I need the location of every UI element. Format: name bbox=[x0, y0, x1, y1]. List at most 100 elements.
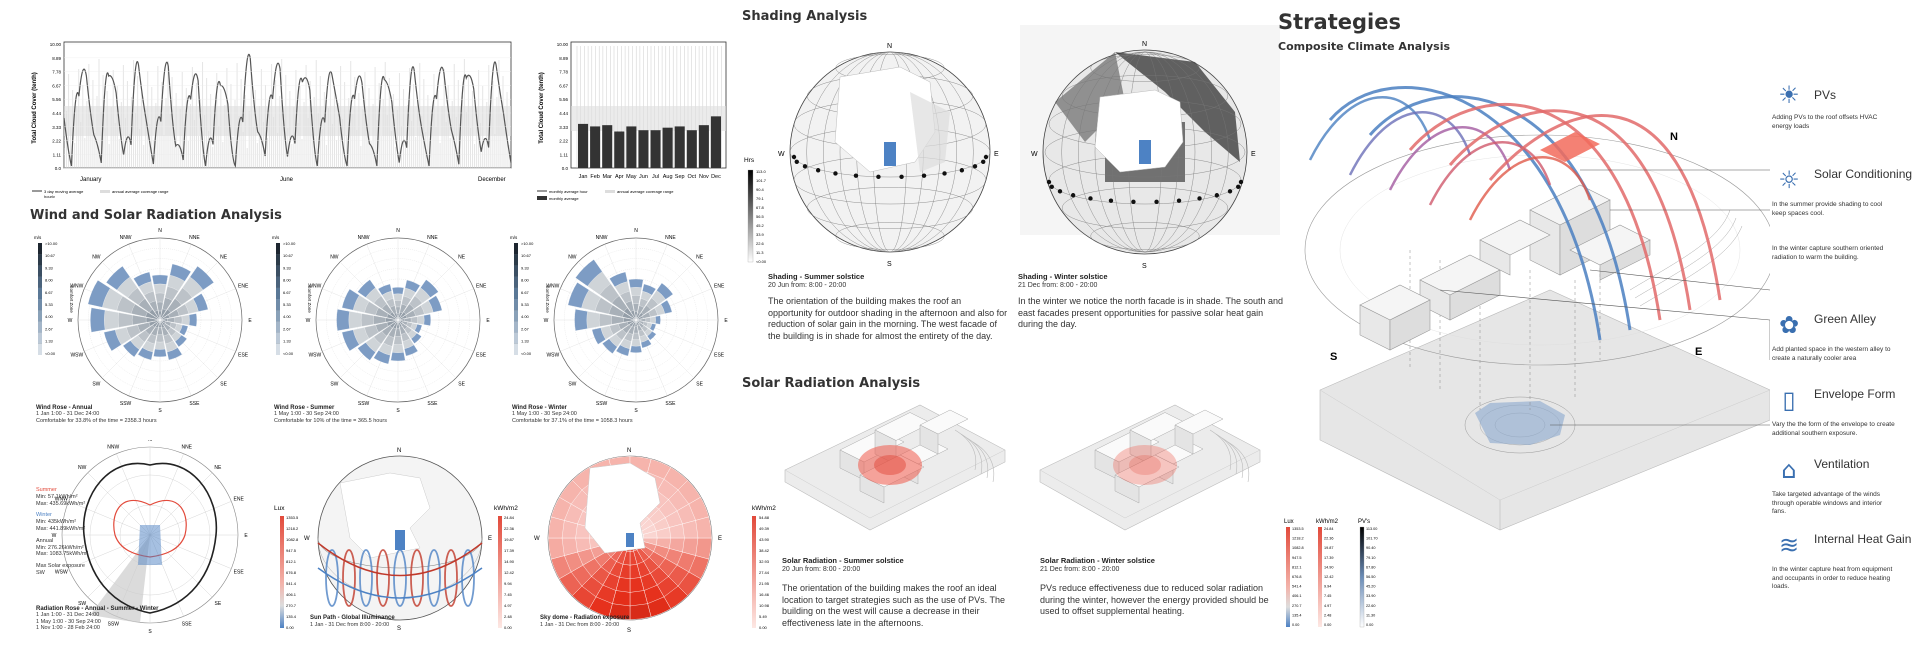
rose-petal bbox=[159, 319, 166, 326]
wind-section-title: Wind and Solar Radiation Analysis bbox=[30, 208, 282, 223]
sh-winter-title: Shading - Winter solstice bbox=[1018, 272, 1108, 281]
st-leg-tick: 14.90 bbox=[1324, 565, 1334, 569]
svg-text:W: W bbox=[1031, 151, 1038, 158]
composite-model-svg: N S E bbox=[1304, 86, 1776, 531]
sh-tick: <0.00 bbox=[756, 259, 767, 264]
sun-position bbox=[959, 168, 965, 173]
st-leg-unit-3: PV's bbox=[1358, 519, 1370, 525]
rose-legend-tick: 1.33 bbox=[45, 339, 54, 344]
strategy-desc: Adding PVs to the roof offsets HVAC ener… bbox=[1772, 114, 1878, 130]
sp-e: E bbox=[488, 536, 492, 542]
rose-petal bbox=[635, 315, 644, 321]
sk-tick: 54.88 bbox=[759, 515, 770, 520]
rose-direction: SW bbox=[330, 382, 338, 388]
hourly-bar bbox=[204, 115, 206, 168]
hourly-bar bbox=[352, 114, 354, 168]
hourly-bar bbox=[143, 145, 145, 168]
cloud-ylabel: Total Cloud Cover (tenth) bbox=[32, 72, 38, 144]
hourly-bar bbox=[421, 116, 423, 168]
hourly-bar bbox=[366, 125, 368, 168]
bar-aug bbox=[662, 127, 673, 168]
bar-jan bbox=[578, 123, 589, 168]
rose-direction: SE bbox=[458, 382, 465, 388]
legend-monthly-average: monthly average bbox=[549, 196, 579, 201]
heat-gain-icon: ≋ bbox=[1778, 531, 1800, 559]
hourly-bar bbox=[360, 146, 362, 168]
rose-direction: NW bbox=[330, 254, 339, 260]
rose-direction: N bbox=[158, 228, 162, 234]
analemma bbox=[325, 549, 339, 607]
sp-tick: 1353.5 bbox=[286, 515, 299, 520]
rose-legend-tick: 8.00 bbox=[521, 278, 530, 283]
st-leg-tick: 1353.5 bbox=[1292, 527, 1304, 531]
rr-direction: ESE bbox=[234, 570, 245, 576]
cloud-ytick: 8.89 bbox=[52, 56, 61, 61]
analemma bbox=[410, 549, 424, 607]
sun-position bbox=[899, 174, 904, 180]
rose-direction: NE bbox=[696, 254, 704, 260]
sun-path-arc bbox=[1328, 86, 1602, 341]
hourly-bar bbox=[177, 146, 179, 168]
rose-legend-tick: 1.33 bbox=[283, 339, 292, 344]
hourly-bar bbox=[508, 145, 510, 168]
sh-tick: 101.7 bbox=[756, 178, 767, 183]
hourly-bar bbox=[74, 143, 76, 168]
strategy-desc: In the summer provide shading to cool ke… bbox=[1772, 201, 1883, 217]
rose-petal bbox=[159, 319, 166, 324]
rose-legend-tick: 6.67 bbox=[283, 290, 292, 295]
rose-direction: NNE bbox=[427, 235, 438, 241]
rose-direction: NNW bbox=[358, 235, 370, 241]
sk-title: Sky dome - Radiation exposure bbox=[540, 615, 630, 621]
rr-direction: WNW bbox=[55, 496, 68, 502]
rr-max-label: Max Solar exposure bbox=[36, 563, 85, 570]
sun-position bbox=[815, 168, 821, 173]
rose-petal bbox=[622, 312, 637, 321]
rose-direction: SW bbox=[92, 382, 100, 388]
svg-text:N: N bbox=[1142, 41, 1147, 48]
sun-position bbox=[981, 159, 986, 164]
rose-direction: NNE bbox=[189, 235, 200, 241]
sk-dates: 1 Jan - 31 Dec from 8:00 - 20:00 bbox=[540, 622, 620, 628]
rr-direction: SSE bbox=[182, 622, 193, 628]
month-tick: May bbox=[626, 174, 637, 180]
rose-petal bbox=[159, 319, 165, 329]
rose-petal bbox=[634, 311, 638, 321]
rose-legend-tick: <0.00 bbox=[283, 351, 294, 356]
sky-cell bbox=[548, 516, 565, 539]
rose-legend-tick: 9.33 bbox=[45, 265, 54, 270]
sh-tick: 33.9 bbox=[756, 232, 765, 237]
bar-feb bbox=[590, 126, 601, 168]
rose-legend-tick: >10.00 bbox=[283, 241, 296, 246]
cloud-ytick: 2.22 bbox=[52, 139, 61, 144]
st-leg-tick: 79.10 bbox=[1366, 556, 1376, 560]
hourly-bar bbox=[173, 130, 175, 168]
legend-range: annual average coverage range bbox=[112, 189, 169, 194]
cloud-monthly-ytick: 2.22 bbox=[559, 139, 568, 144]
ventilation-icon: ⌂ bbox=[1781, 456, 1797, 484]
sh-s: S bbox=[887, 261, 892, 268]
hourly-bar bbox=[380, 136, 382, 168]
hourly-bar bbox=[356, 130, 358, 168]
cloud-monthly-ytick: 1.11 bbox=[560, 152, 569, 157]
st-leg-tick: 676.8 bbox=[1292, 575, 1302, 579]
sun-position bbox=[1197, 196, 1202, 201]
hourly-bar bbox=[297, 123, 299, 168]
legend-hourly: hourly bbox=[44, 194, 55, 198]
rose-title: Wind Rose - Summer bbox=[274, 405, 335, 411]
sun-position bbox=[833, 171, 838, 176]
hourly-bar bbox=[307, 118, 309, 168]
rose-direction: SSW bbox=[358, 401, 370, 407]
rose-petal bbox=[159, 308, 167, 321]
bar-nov bbox=[698, 125, 709, 168]
rose-direction: WSW bbox=[546, 352, 559, 358]
rose-petal bbox=[397, 311, 403, 321]
shading-unit: Hrs bbox=[744, 157, 755, 164]
sp-tick: 1082.8 bbox=[286, 537, 299, 542]
rose-direction: N bbox=[396, 228, 400, 234]
wind-rose-svg: m/s>10.0010.679.338.006.675.334.002.671.… bbox=[510, 228, 728, 414]
sun-position bbox=[1238, 179, 1244, 185]
hourly-bar bbox=[248, 111, 250, 168]
wind-rose-summer-caption: Wind Rose - Summer 1 May 1:00 - 30 Sep 2… bbox=[274, 405, 504, 424]
sh-winter-date: 21 Dec from: 8:00 - 20:00 bbox=[1018, 282, 1098, 289]
